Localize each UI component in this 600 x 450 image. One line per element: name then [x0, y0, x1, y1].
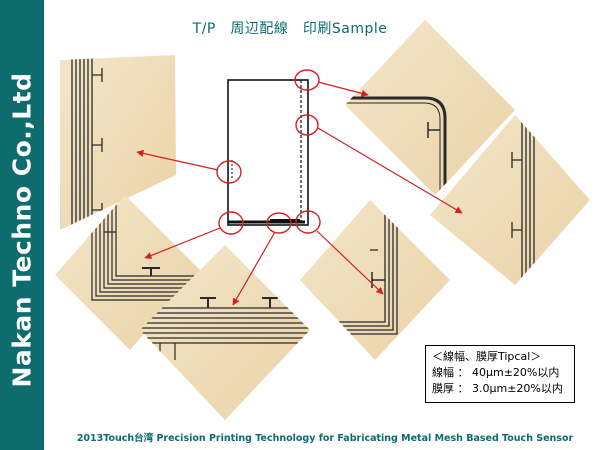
side-band: Nakan Techno Co.,Ltd — [0, 0, 44, 450]
photo-left-edge — [60, 55, 176, 230]
highlight-circles — [216, 69, 321, 235]
photo-right-edge — [430, 115, 590, 285]
spec-film-thickness: 膜厚 ： 3.0μm±20%以内 — [432, 382, 563, 395]
tp-panel-outline — [227, 79, 309, 226]
photo-bottom-right-corner — [300, 200, 450, 360]
callout-arrows — [136, 81, 463, 306]
spec-heading: ＜線幅、膜厚Tipcal＞ — [432, 350, 542, 363]
page-title: T/P 周辺配線 印刷Sample — [192, 21, 388, 37]
spec-box: ＜線幅、膜厚Tipcal＞ 線幅 ： 40μm±20%以内 膜厚 ： 3.0μm… — [425, 345, 575, 403]
photo-top-right-corner — [345, 20, 515, 195]
photo-bottom-middle — [140, 245, 310, 420]
footer-caption: 2013Touch台湾 Precision Printing Technolog… — [76, 433, 574, 444]
spec-line-width: 線幅 ： 40μm±20%以内 — [432, 366, 560, 379]
